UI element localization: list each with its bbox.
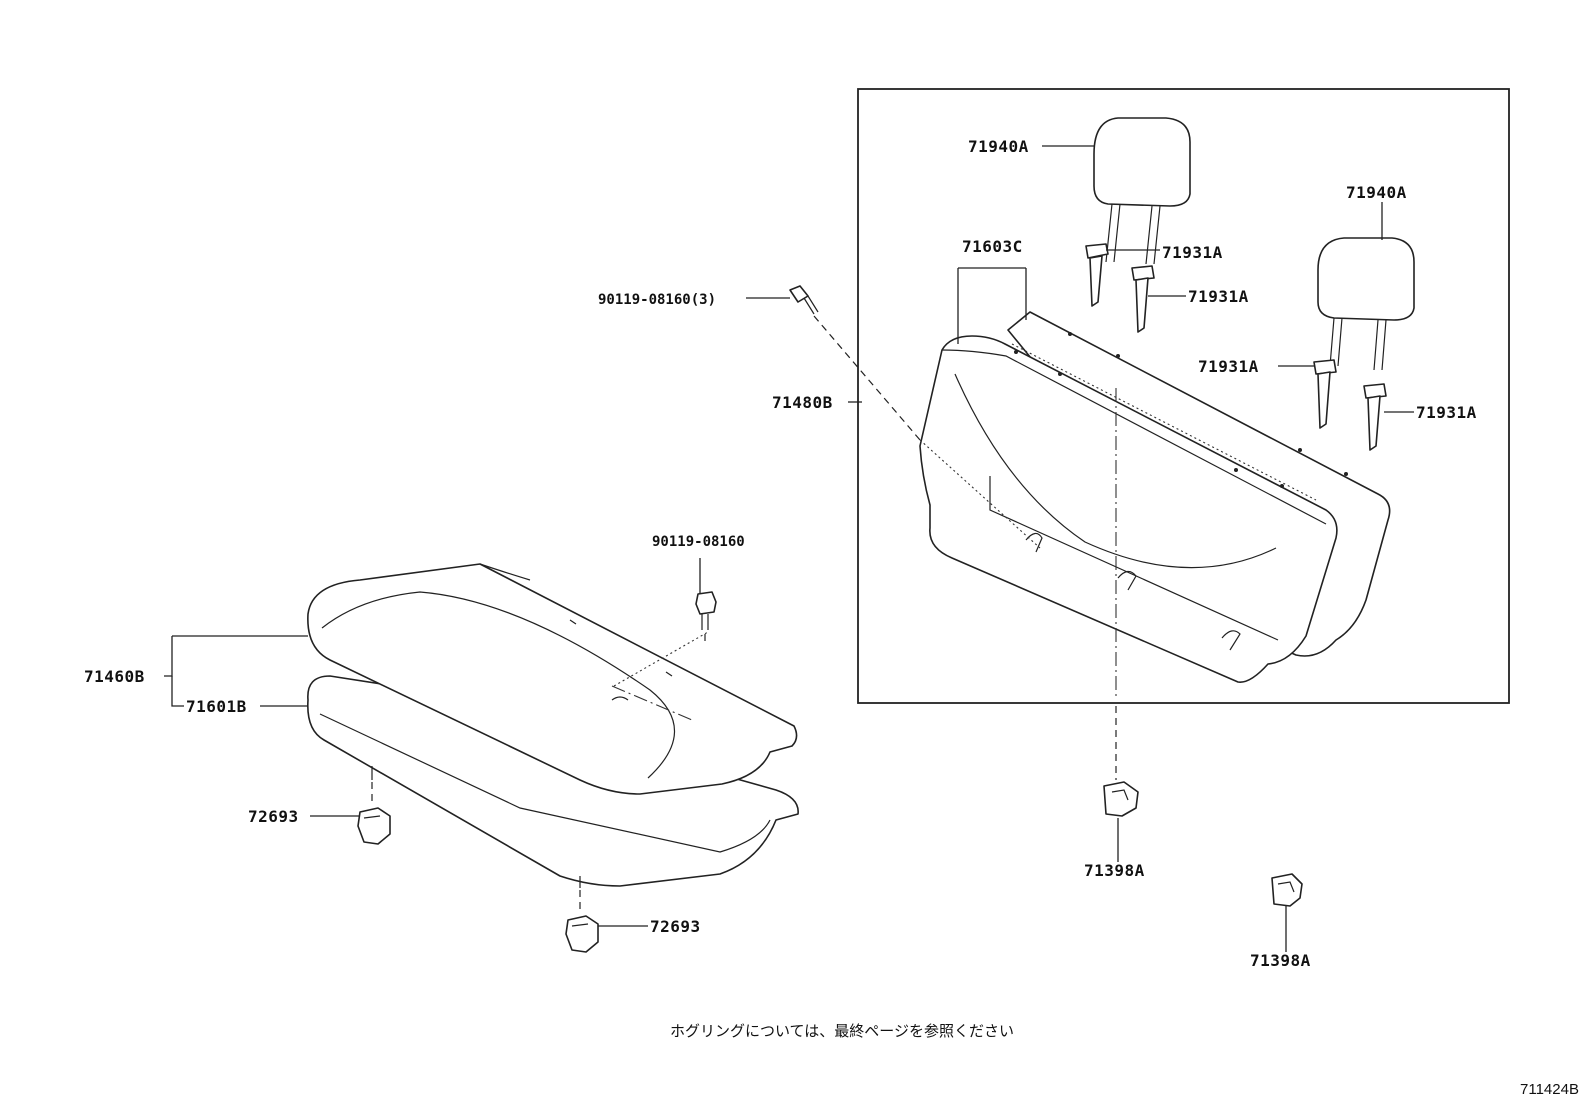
callout-seatback-cover: 71603C — [962, 237, 1023, 256]
callout-headrest-support-1: 71931A — [1162, 243, 1223, 262]
callout-cushion-cover: 71601B — [186, 697, 247, 716]
seat-cushion-illustration — [307, 563, 799, 888]
cushion-bolt-illustration — [695, 591, 717, 646]
callout-headrest-support-4: 71931A — [1416, 403, 1477, 422]
callout-seatback-bolt: 90119-08160(3) — [598, 292, 716, 308]
leader-lines — [164, 145, 1414, 952]
hook-left-1-illustration — [357, 782, 391, 845]
headrest-support-2 — [1131, 265, 1155, 333]
callout-hook-left-2: 72693 — [650, 917, 701, 936]
callout-cushion-assy: 71460B — [84, 667, 145, 686]
hook-right-2-illustration — [1271, 873, 1303, 907]
headrest-right-illustration — [1317, 237, 1415, 371]
headrest-support-4 — [1363, 383, 1387, 451]
figure-reference-number: 711424B — [1520, 1081, 1579, 1098]
headrest-support-1 — [1085, 243, 1109, 307]
headrest-left-illustration — [1093, 117, 1191, 265]
callout-cushion-bolt: 90119-08160 — [652, 534, 745, 550]
callout-hook-left-1: 72693 — [248, 807, 299, 826]
callout-seatback-assy: 71480B — [772, 393, 833, 412]
seatback-detail-frame — [857, 88, 1510, 704]
callout-headrest-support-2: 71931A — [1188, 287, 1249, 306]
hog-ring-note: ホグリングについては、最終ページを参照ください — [670, 1022, 1014, 1040]
hook-left-2-illustration — [565, 890, 599, 953]
seatback-bolt-illustration — [789, 285, 1041, 549]
seatback-illustration — [919, 311, 1391, 700]
callout-hook-right-1: 71398A — [1084, 861, 1145, 880]
callout-hook-right-2: 71398A — [1250, 951, 1311, 970]
callout-headrest-support-3: 71931A — [1198, 357, 1259, 376]
headrest-support-3 — [1313, 359, 1337, 429]
callout-headrest-left: 71940A — [968, 137, 1029, 156]
callout-headrest-right: 71940A — [1346, 183, 1407, 202]
hook-right-1-illustration — [1103, 706, 1139, 817]
